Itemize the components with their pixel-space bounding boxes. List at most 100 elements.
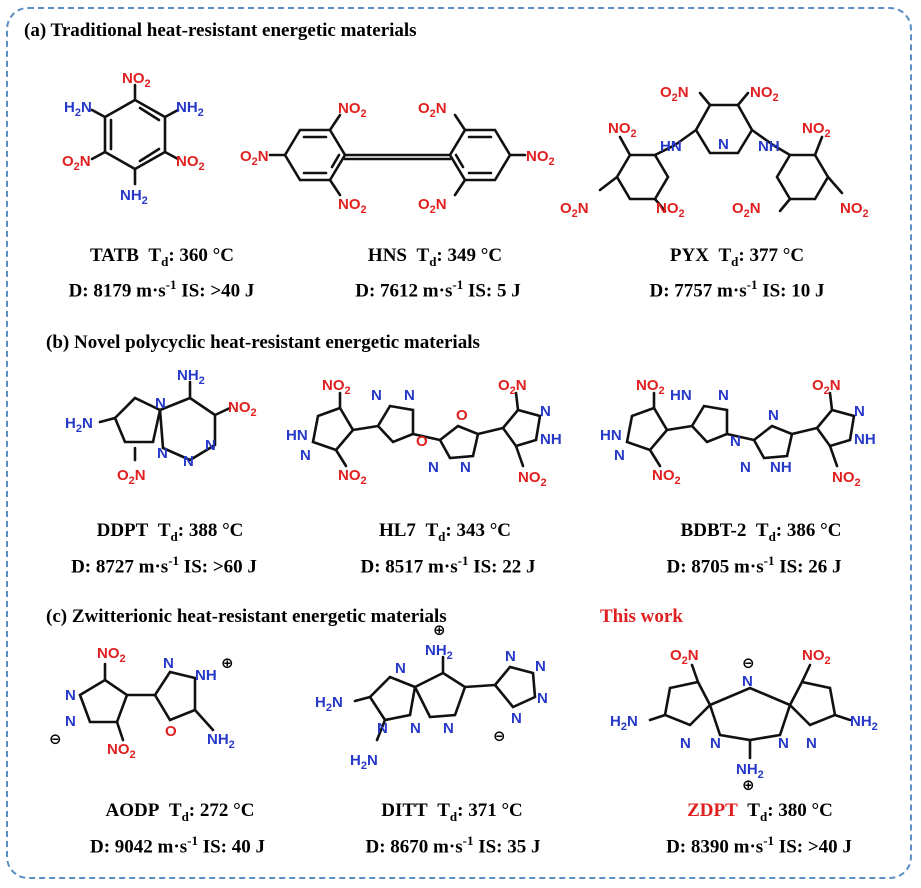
svg-text:N: N — [768, 407, 779, 424]
svg-text:O2N: O2N — [418, 196, 447, 216]
svg-text:⊖: ⊖ — [742, 655, 755, 672]
svg-text:O2N: O2N — [62, 153, 91, 173]
svg-text:NO2: NO2 — [338, 100, 367, 120]
svg-text:O: O — [165, 723, 177, 740]
svg-text:O2N: O2N — [670, 647, 699, 667]
svg-text:O2N: O2N — [240, 148, 269, 168]
svg-text:O: O — [416, 433, 428, 450]
aodp-structure: NO2 N N ⊖ NO2 N NH ⊕ O NH2 — [49, 645, 235, 761]
svg-text:NH2: NH2 — [850, 713, 878, 733]
pyx-structure: O2N NO2 N HN NH NO2 NO2 O2N NO2 O2N NO2 — [560, 84, 869, 220]
svg-text:NO2: NO2 — [802, 120, 831, 140]
svg-text:NO2: NO2 — [338, 467, 367, 487]
svg-text:O2N: O2N — [732, 200, 761, 220]
svg-text:N: N — [730, 433, 741, 450]
svg-text:O2N: O2N — [498, 377, 527, 397]
svg-text:N: N — [680, 735, 691, 752]
svg-text:NH2: NH2 — [736, 761, 764, 781]
svg-text:NH2: NH2 — [177, 367, 205, 387]
svg-text:NO2: NO2 — [832, 469, 861, 489]
svg-text:N: N — [740, 459, 751, 476]
svg-text:N: N — [205, 437, 216, 454]
svg-text:NO2: NO2 — [750, 84, 779, 104]
svg-text:N: N — [806, 735, 817, 752]
svg-text:N: N — [371, 387, 382, 404]
svg-text:H2N: H2N — [610, 713, 638, 733]
svg-text:N: N — [65, 687, 76, 704]
svg-text:O2N: O2N — [418, 100, 447, 120]
svg-text:H2N: H2N — [315, 694, 343, 714]
props-zdpt: D: 8390 m·s-1 IS: >40 J — [666, 833, 852, 858]
svg-text:NO2: NO2 — [526, 148, 555, 168]
svg-text:⊕: ⊕ — [433, 622, 446, 639]
compound-label-aodp: AODP Td: 272 °C — [105, 800, 255, 824]
svg-text:O2N: O2N — [560, 200, 589, 220]
svg-text:N: N — [710, 735, 721, 752]
dashed-frame — [6, 7, 912, 879]
props-ditt: D: 8670 m·s-1 IS: 35 J — [365, 833, 541, 858]
svg-text:N: N — [410, 720, 421, 737]
props-aodp: D: 9042 m·s-1 IS: 40 J — [89, 833, 265, 858]
props-hns: D: 7612 m·s-1 IS: 5 J — [355, 277, 521, 302]
svg-text:N: N — [155, 395, 166, 412]
compound-label-hl7: HL7 Td: 343 °C — [378, 520, 512, 544]
svg-text:H2N: H2N — [350, 752, 378, 772]
svg-text:N: N — [511, 710, 522, 727]
section-c-title: (c) Zwitterionic heat-resistant energeti… — [46, 606, 447, 627]
svg-text:O: O — [456, 407, 468, 424]
svg-text:⊖: ⊖ — [49, 731, 62, 748]
svg-text:N: N — [460, 459, 471, 476]
svg-text:HN: HN — [670, 387, 692, 404]
svg-text:O2N: O2N — [812, 377, 841, 397]
svg-text:⊕: ⊕ — [221, 655, 234, 672]
svg-text:N: N — [428, 459, 439, 476]
compound-label-zdpt: ZDPT Td: 380 °C — [687, 800, 833, 824]
svg-text:N: N — [157, 445, 168, 462]
compound-label-tatb: TATB Td: 360 °C — [90, 245, 234, 269]
props-tatb: D: 8179 m·s-1 IS: >40 J — [68, 277, 255, 302]
ditt-structure: ⊕ NH2 H2N N N N N H2N NN NN ⊖ — [315, 622, 548, 772]
svg-text:HN: HN — [600, 427, 622, 444]
svg-text:NO2: NO2 — [322, 377, 351, 397]
svg-text:N: N — [718, 136, 729, 153]
svg-text:N: N — [163, 655, 174, 672]
svg-text:NO2: NO2 — [656, 200, 685, 220]
svg-text:NH: NH — [758, 138, 780, 155]
svg-text:HN: HN — [286, 427, 308, 444]
svg-text:NO2: NO2 — [636, 377, 665, 397]
svg-text:NO2: NO2 — [652, 467, 681, 487]
svg-text:H2N: H2N — [65, 415, 93, 435]
compound-label-hns: HNS Td: 349 °C — [367, 245, 503, 269]
svg-text:N: N — [300, 447, 311, 464]
props-hl7: D: 8517 m·s-1 IS: 22 J — [360, 553, 536, 578]
svg-text:N: N — [742, 673, 753, 690]
compound-label-ddpt: DDPT Td: 388 °C — [96, 520, 244, 544]
svg-text:NH: NH — [770, 459, 792, 476]
svg-text:NO2: NO2 — [840, 200, 869, 220]
svg-text:O2N: O2N — [117, 467, 146, 487]
props-pyx: D: 7757 m·s-1 IS: 10 J — [649, 277, 825, 302]
ddpt-structure: NH2 NO2 H2N N N N N O2N — [65, 367, 257, 487]
section-b-title: (b) Novel polycyclic heat-resistant ener… — [46, 332, 480, 353]
compound-label-bdbt-2: BDBT-2 Td: 386 °C — [680, 520, 842, 544]
svg-text:N: N — [377, 720, 388, 737]
svg-text:NH2: NH2 — [425, 642, 453, 662]
props-bdbt-2: D: 8705 m·s-1 IS: 26 J — [666, 553, 842, 578]
svg-text:NO2: NO2 — [107, 741, 136, 761]
this-work-label: This work — [600, 606, 683, 627]
svg-text:N: N — [395, 660, 406, 677]
svg-text:NO2: NO2 — [176, 153, 205, 173]
svg-text:N: N — [778, 735, 789, 752]
svg-text:NO2: NO2 — [518, 469, 547, 489]
svg-text:NO2: NO2 — [608, 120, 637, 140]
props-ddpt: D: 8727 m·s-1 IS: >60 J — [71, 553, 257, 578]
svg-text:H2N: H2N — [64, 99, 92, 119]
svg-text:NH: NH — [540, 431, 562, 448]
svg-text:N: N — [443, 720, 454, 737]
svg-text:N: N — [537, 690, 548, 707]
svg-text:N: N — [540, 403, 551, 420]
svg-text:N: N — [535, 658, 546, 675]
svg-text:NO2: NO2 — [802, 647, 831, 667]
section-a-title: (a) Traditional heat-resistant energetic… — [24, 20, 417, 41]
